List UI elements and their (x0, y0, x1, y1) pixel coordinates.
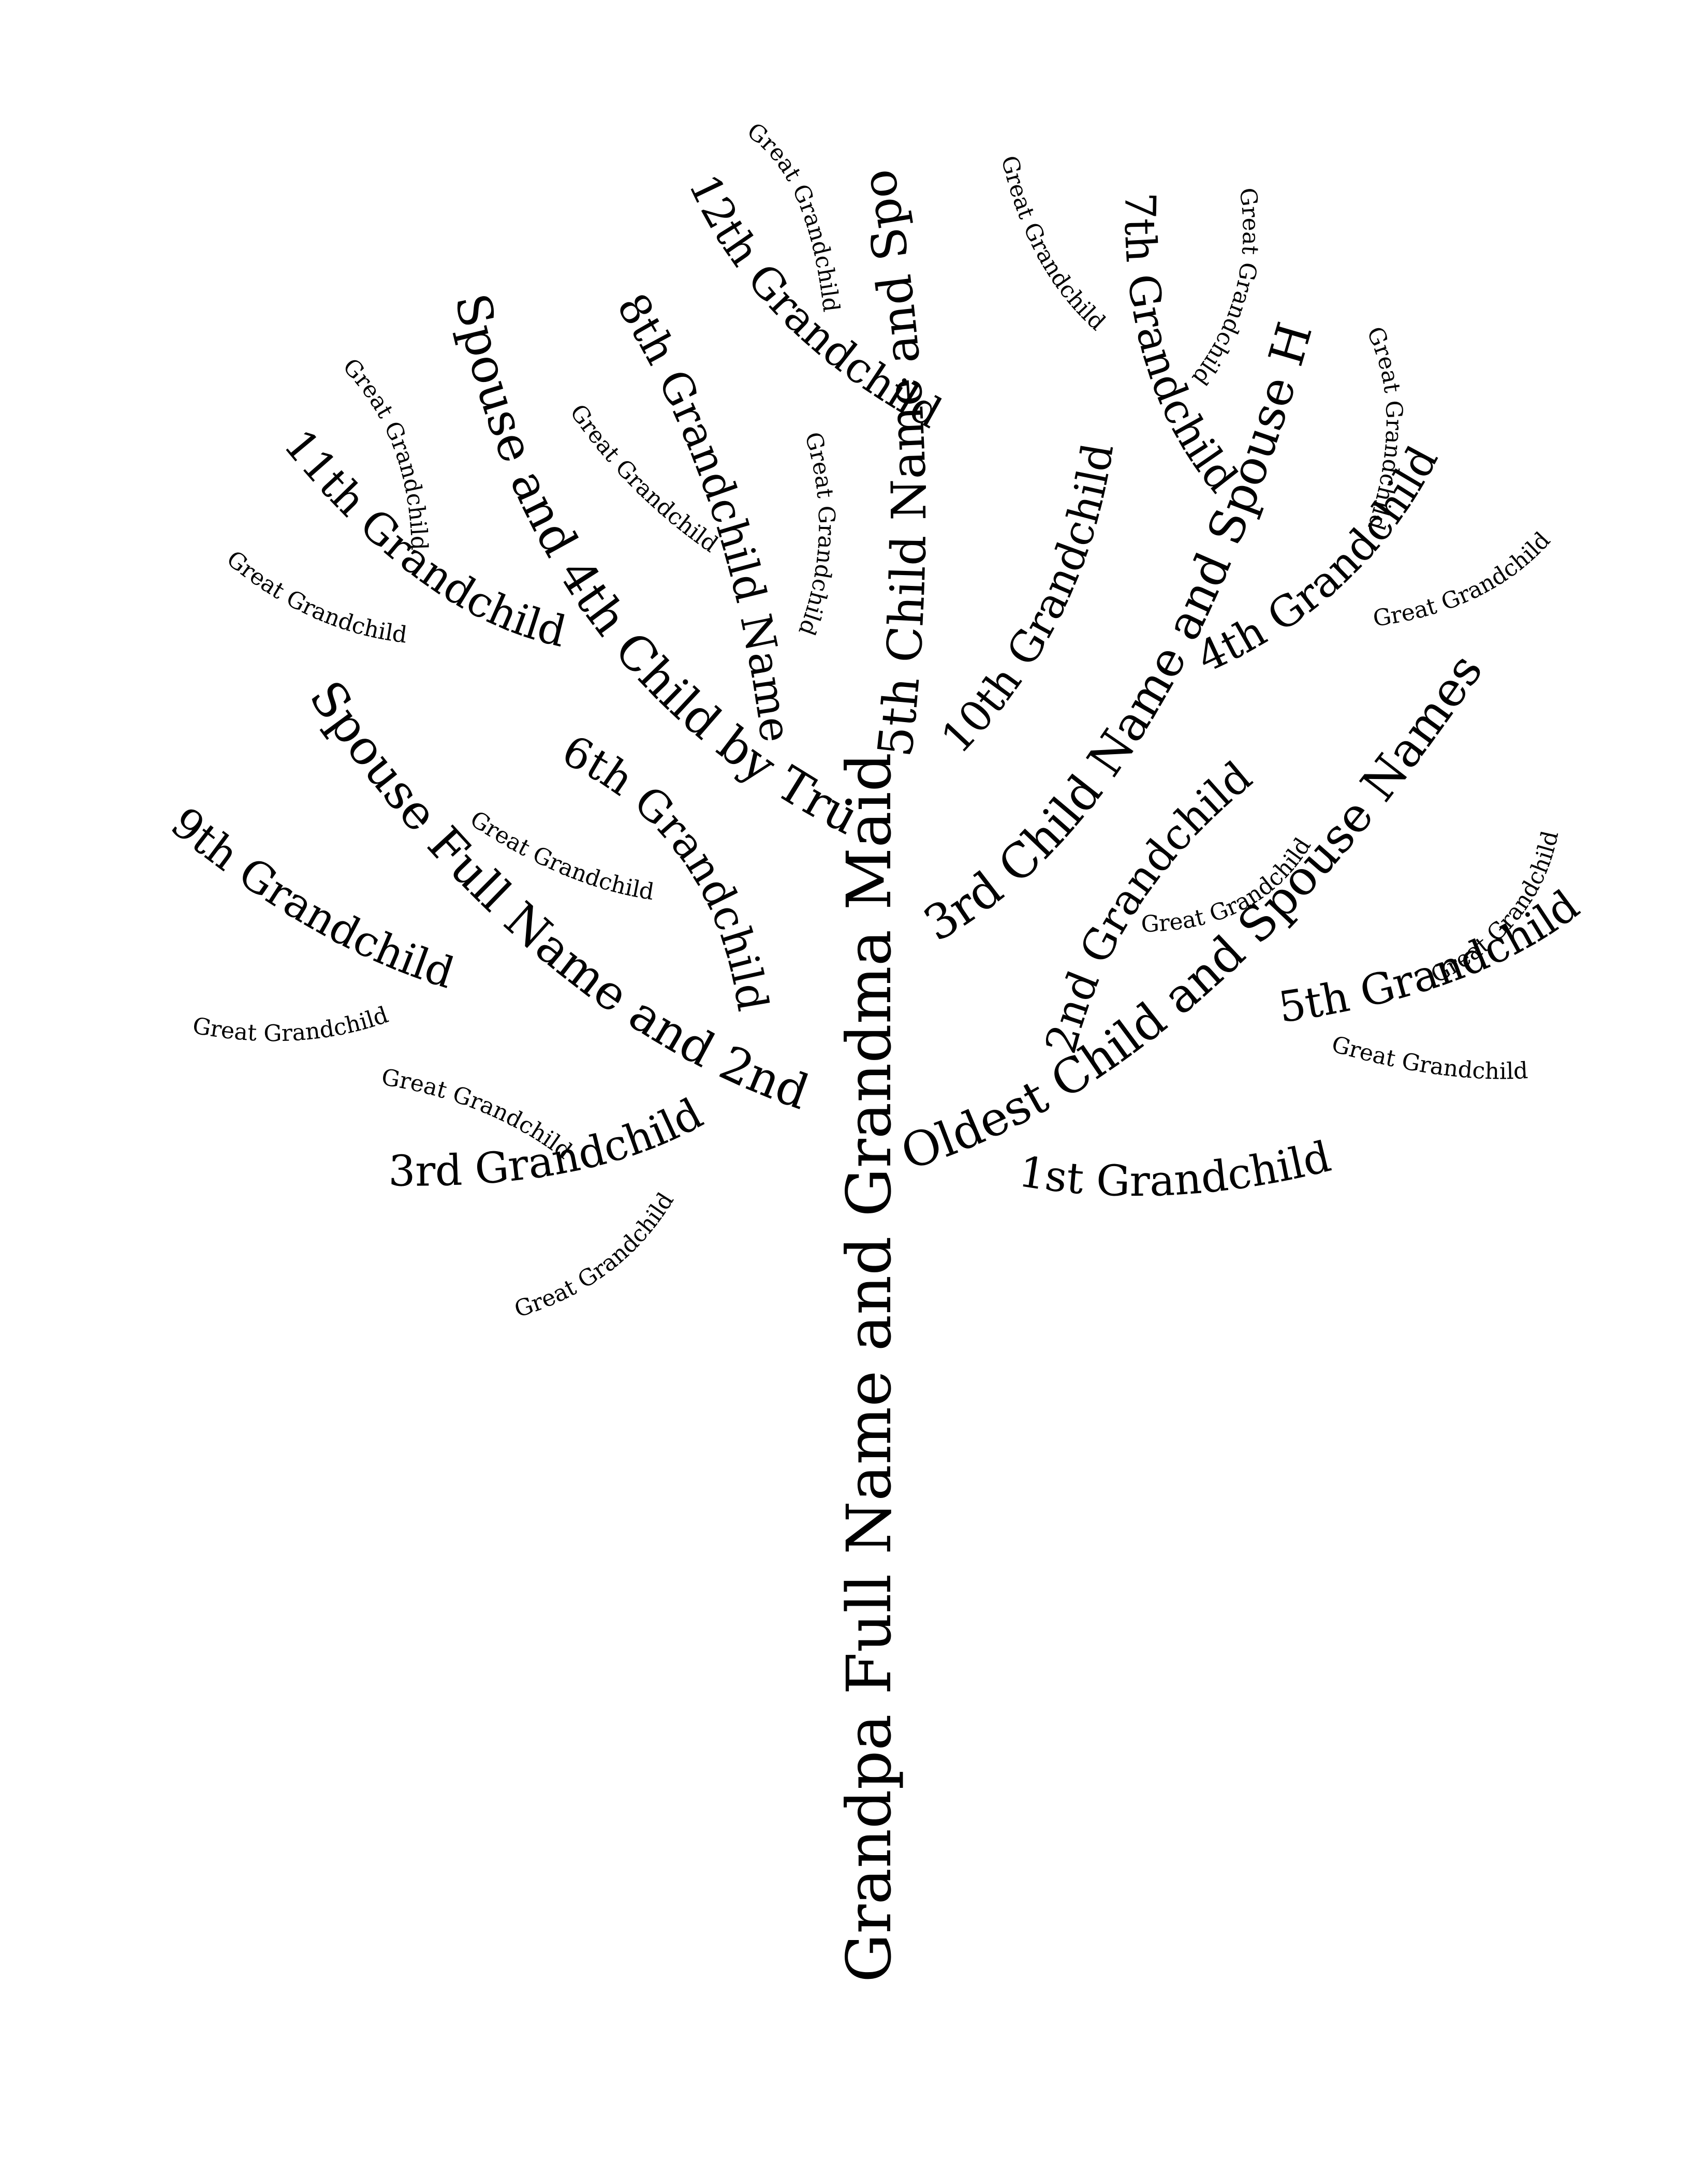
grandchild-1-text: 1st Grandchild (1015, 1132, 1335, 1206)
great-grandchild-9-text: Great Grandchild (1371, 527, 1555, 632)
great-grandchild-13-text: Great Grandchild (1329, 1031, 1528, 1085)
great-grandchild-2: Great Grandchild (996, 153, 1110, 336)
great-grandchild-16: Great Grandchild (511, 1188, 679, 1323)
fourth-child-branch: Spouse and 4th Child by Trunk (0, 0, 867, 845)
great-grandchild-3-text: Great Grandchild (1187, 186, 1264, 390)
grandchild-10: 10th Grandchild (932, 440, 1124, 763)
great-grandchild-9: Great Grandchild (1371, 527, 1555, 632)
fourth-child-text: Spouse and 4th Child by Trunk (0, 0, 867, 845)
grandchild-5-text: 5th Grandchild (1275, 880, 1588, 1032)
great-grandchild-14-text: Great Grandchild (190, 1002, 391, 1047)
grandchild-1: 1st Grandchild (1015, 1132, 1335, 1206)
grandchild-10-text: 10th Grandchild (932, 440, 1124, 763)
grandchild-5: 5th Grandchild (1275, 880, 1588, 1032)
great-grandchild-2-text: Great Grandchild (996, 153, 1110, 336)
great-grandchild-3: Great Grandchild (1187, 186, 1264, 390)
great-grandchild-6: Great Grandchild (793, 429, 840, 639)
great-grandchild-14: Great Grandchild (190, 1002, 391, 1047)
great-grandchild-13: Great Grandchild (1329, 1031, 1528, 1085)
great-grandchild-16-text: Great Grandchild (511, 1188, 679, 1323)
great-grandchild-6-text: Great Grandchild (793, 429, 840, 639)
